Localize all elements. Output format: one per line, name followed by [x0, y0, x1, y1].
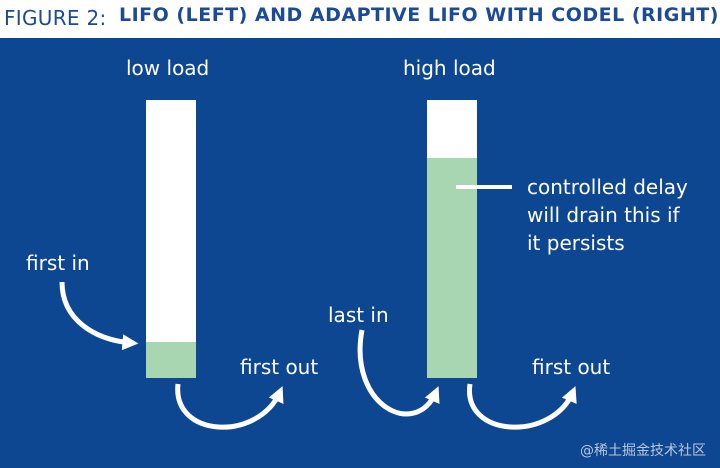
- first-out-label-right: first out: [532, 355, 611, 379]
- last-in-arrow: [357, 329, 440, 417]
- last-in-label: last in: [328, 303, 389, 327]
- left-queue-filled: [146, 341, 196, 378]
- figure-header: FIGURE 2: LIFO (LEFT) AND ADAPTIVE LIFO …: [0, 0, 720, 38]
- figure-label: FIGURE 2:: [4, 6, 107, 30]
- first-in-label: first in: [26, 251, 90, 275]
- right-heading: high load: [403, 56, 496, 80]
- figure-title: LIFO (LEFT) AND ADAPTIVE LIFO WITH CODEL…: [119, 4, 719, 26]
- right-queue-filled: [427, 158, 477, 378]
- watermark: @稀土掘金技术社区: [580, 443, 706, 459]
- first-out-arrow-right: [467, 383, 577, 430]
- first-out-label-left: first out: [240, 355, 319, 379]
- left-heading: low load: [126, 56, 210, 80]
- annotation-line: controlled delay: [527, 175, 688, 199]
- first-in-arrow: [59, 281, 139, 351]
- left-queue-column: [146, 100, 196, 378]
- first-out-arrow-left: [175, 383, 284, 430]
- right-queue-column: [427, 100, 477, 378]
- annotation-line: it persists: [527, 231, 625, 255]
- diagram-panel: [0, 38, 720, 468]
- annotation-text: controlled delay will drain this if it p…: [527, 173, 688, 257]
- annotation-line: will drain this if: [527, 203, 680, 227]
